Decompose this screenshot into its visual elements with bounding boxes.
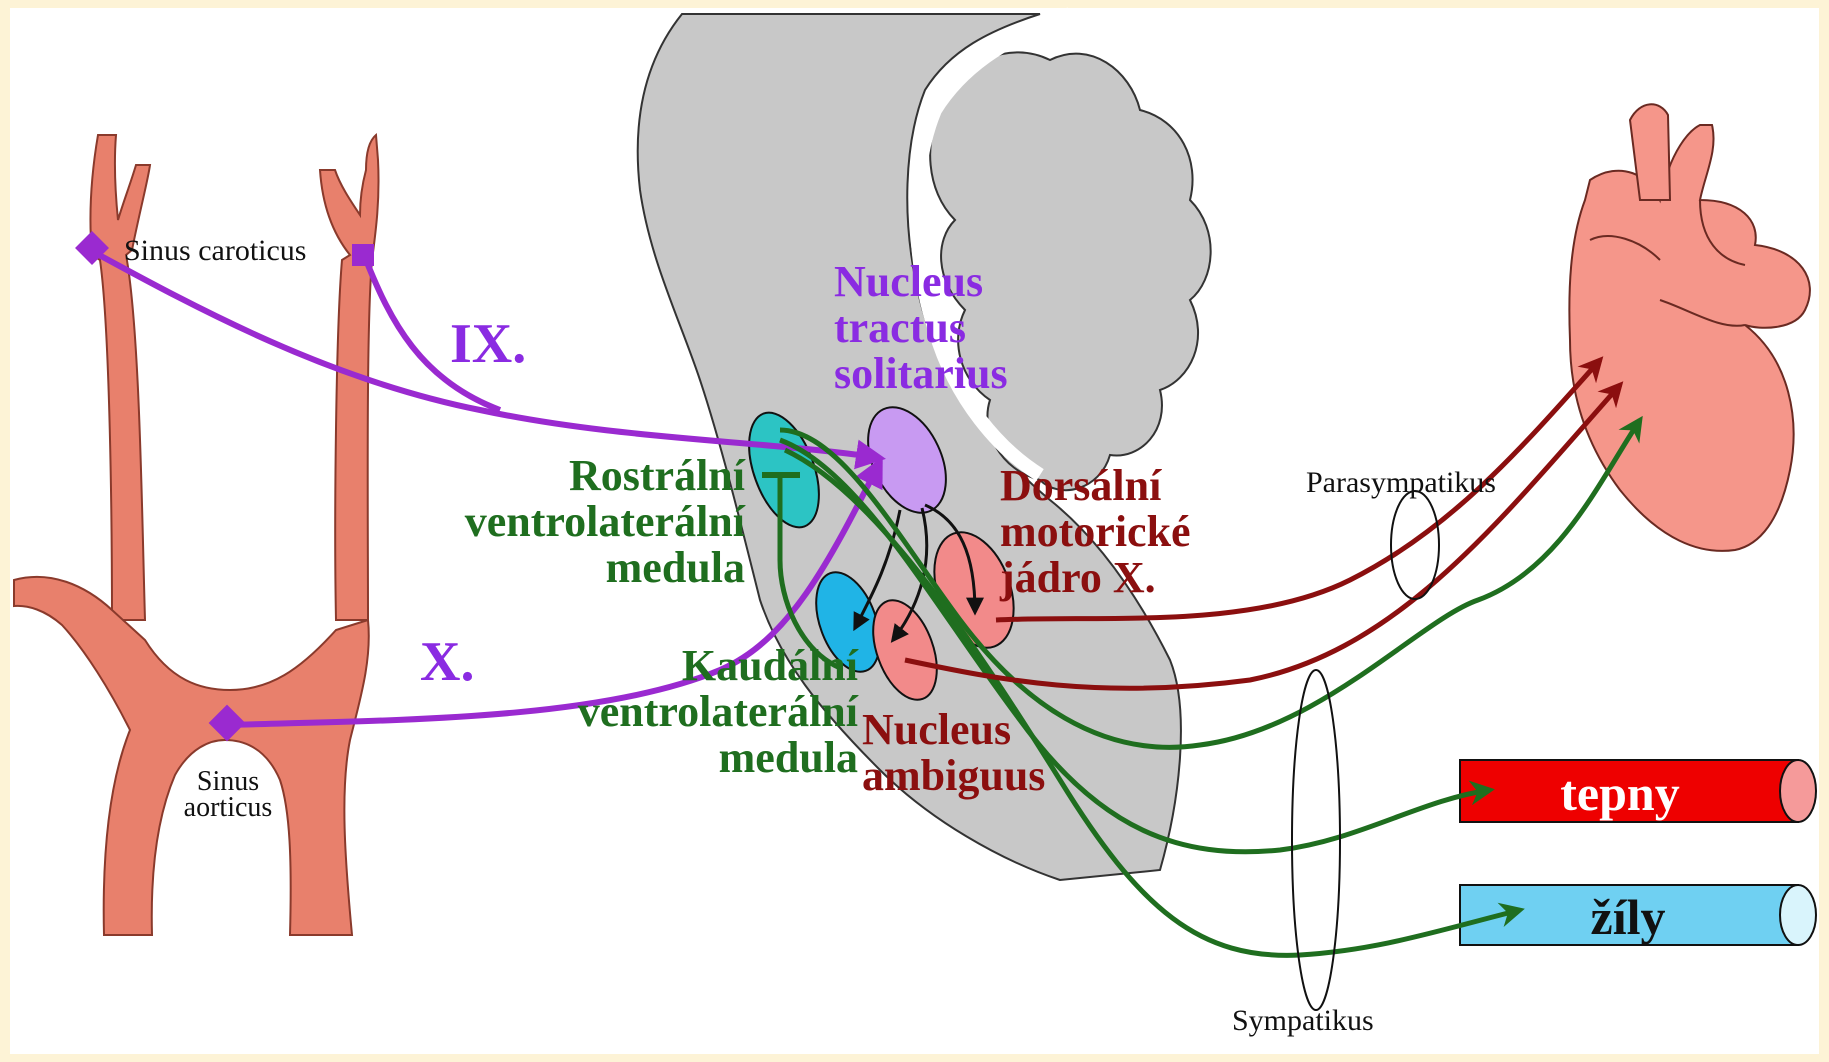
- nerve-x-label: X.: [420, 631, 474, 693]
- rvlm-label-2: ventrolaterální: [465, 497, 746, 546]
- aortic-arch: [14, 577, 369, 935]
- sinus-aorticus-label-2: aorticus: [184, 792, 273, 823]
- dmv-label: Dorsální motorické jádro X.: [999, 461, 1191, 602]
- rvlm-label: Rostrální ventrolaterální medula: [465, 451, 746, 592]
- cvlm-label-3: medula: [719, 733, 858, 782]
- cvlm-label-1: Kaudální: [682, 641, 859, 690]
- dmv-label-2: motorické: [1000, 507, 1191, 556]
- parasympatikus-label: Parasympatikus: [1306, 466, 1496, 499]
- cvlm-label-2: ventrolaterální: [578, 687, 859, 736]
- rvlm-label-3: medula: [606, 543, 745, 592]
- veins-label: žíly: [1591, 889, 1666, 945]
- nerve-ix-label: IX.: [450, 313, 526, 375]
- dmv-label-1: Dorsální: [1000, 461, 1162, 510]
- sinus-caroticus-label: Sinus caroticus: [124, 234, 306, 267]
- na-label-1: Nucleus: [862, 705, 1011, 754]
- heart-shape: [1569, 125, 1810, 551]
- arteries-label: tepny: [1560, 765, 1679, 821]
- left-common-carotid: [90, 135, 150, 620]
- dmv-label-3: jádro X.: [999, 553, 1156, 602]
- nts-label-2: tractus: [834, 303, 966, 352]
- parasympatikus-bundle: [1391, 491, 1439, 599]
- nts-label-1: Nucleus: [834, 257, 983, 306]
- sinus-caroticus-right-receptor: [352, 244, 374, 266]
- rvlm-label-1: Rostrální: [569, 451, 746, 500]
- heart: [1569, 104, 1810, 551]
- nts-label-3: solitarius: [834, 349, 1008, 398]
- cvlm-label: Kaudální ventrolaterální medula: [578, 641, 859, 782]
- na-label-2: ambiguus: [862, 751, 1045, 800]
- sympatikus-label: Sympatikus: [1232, 1004, 1374, 1037]
